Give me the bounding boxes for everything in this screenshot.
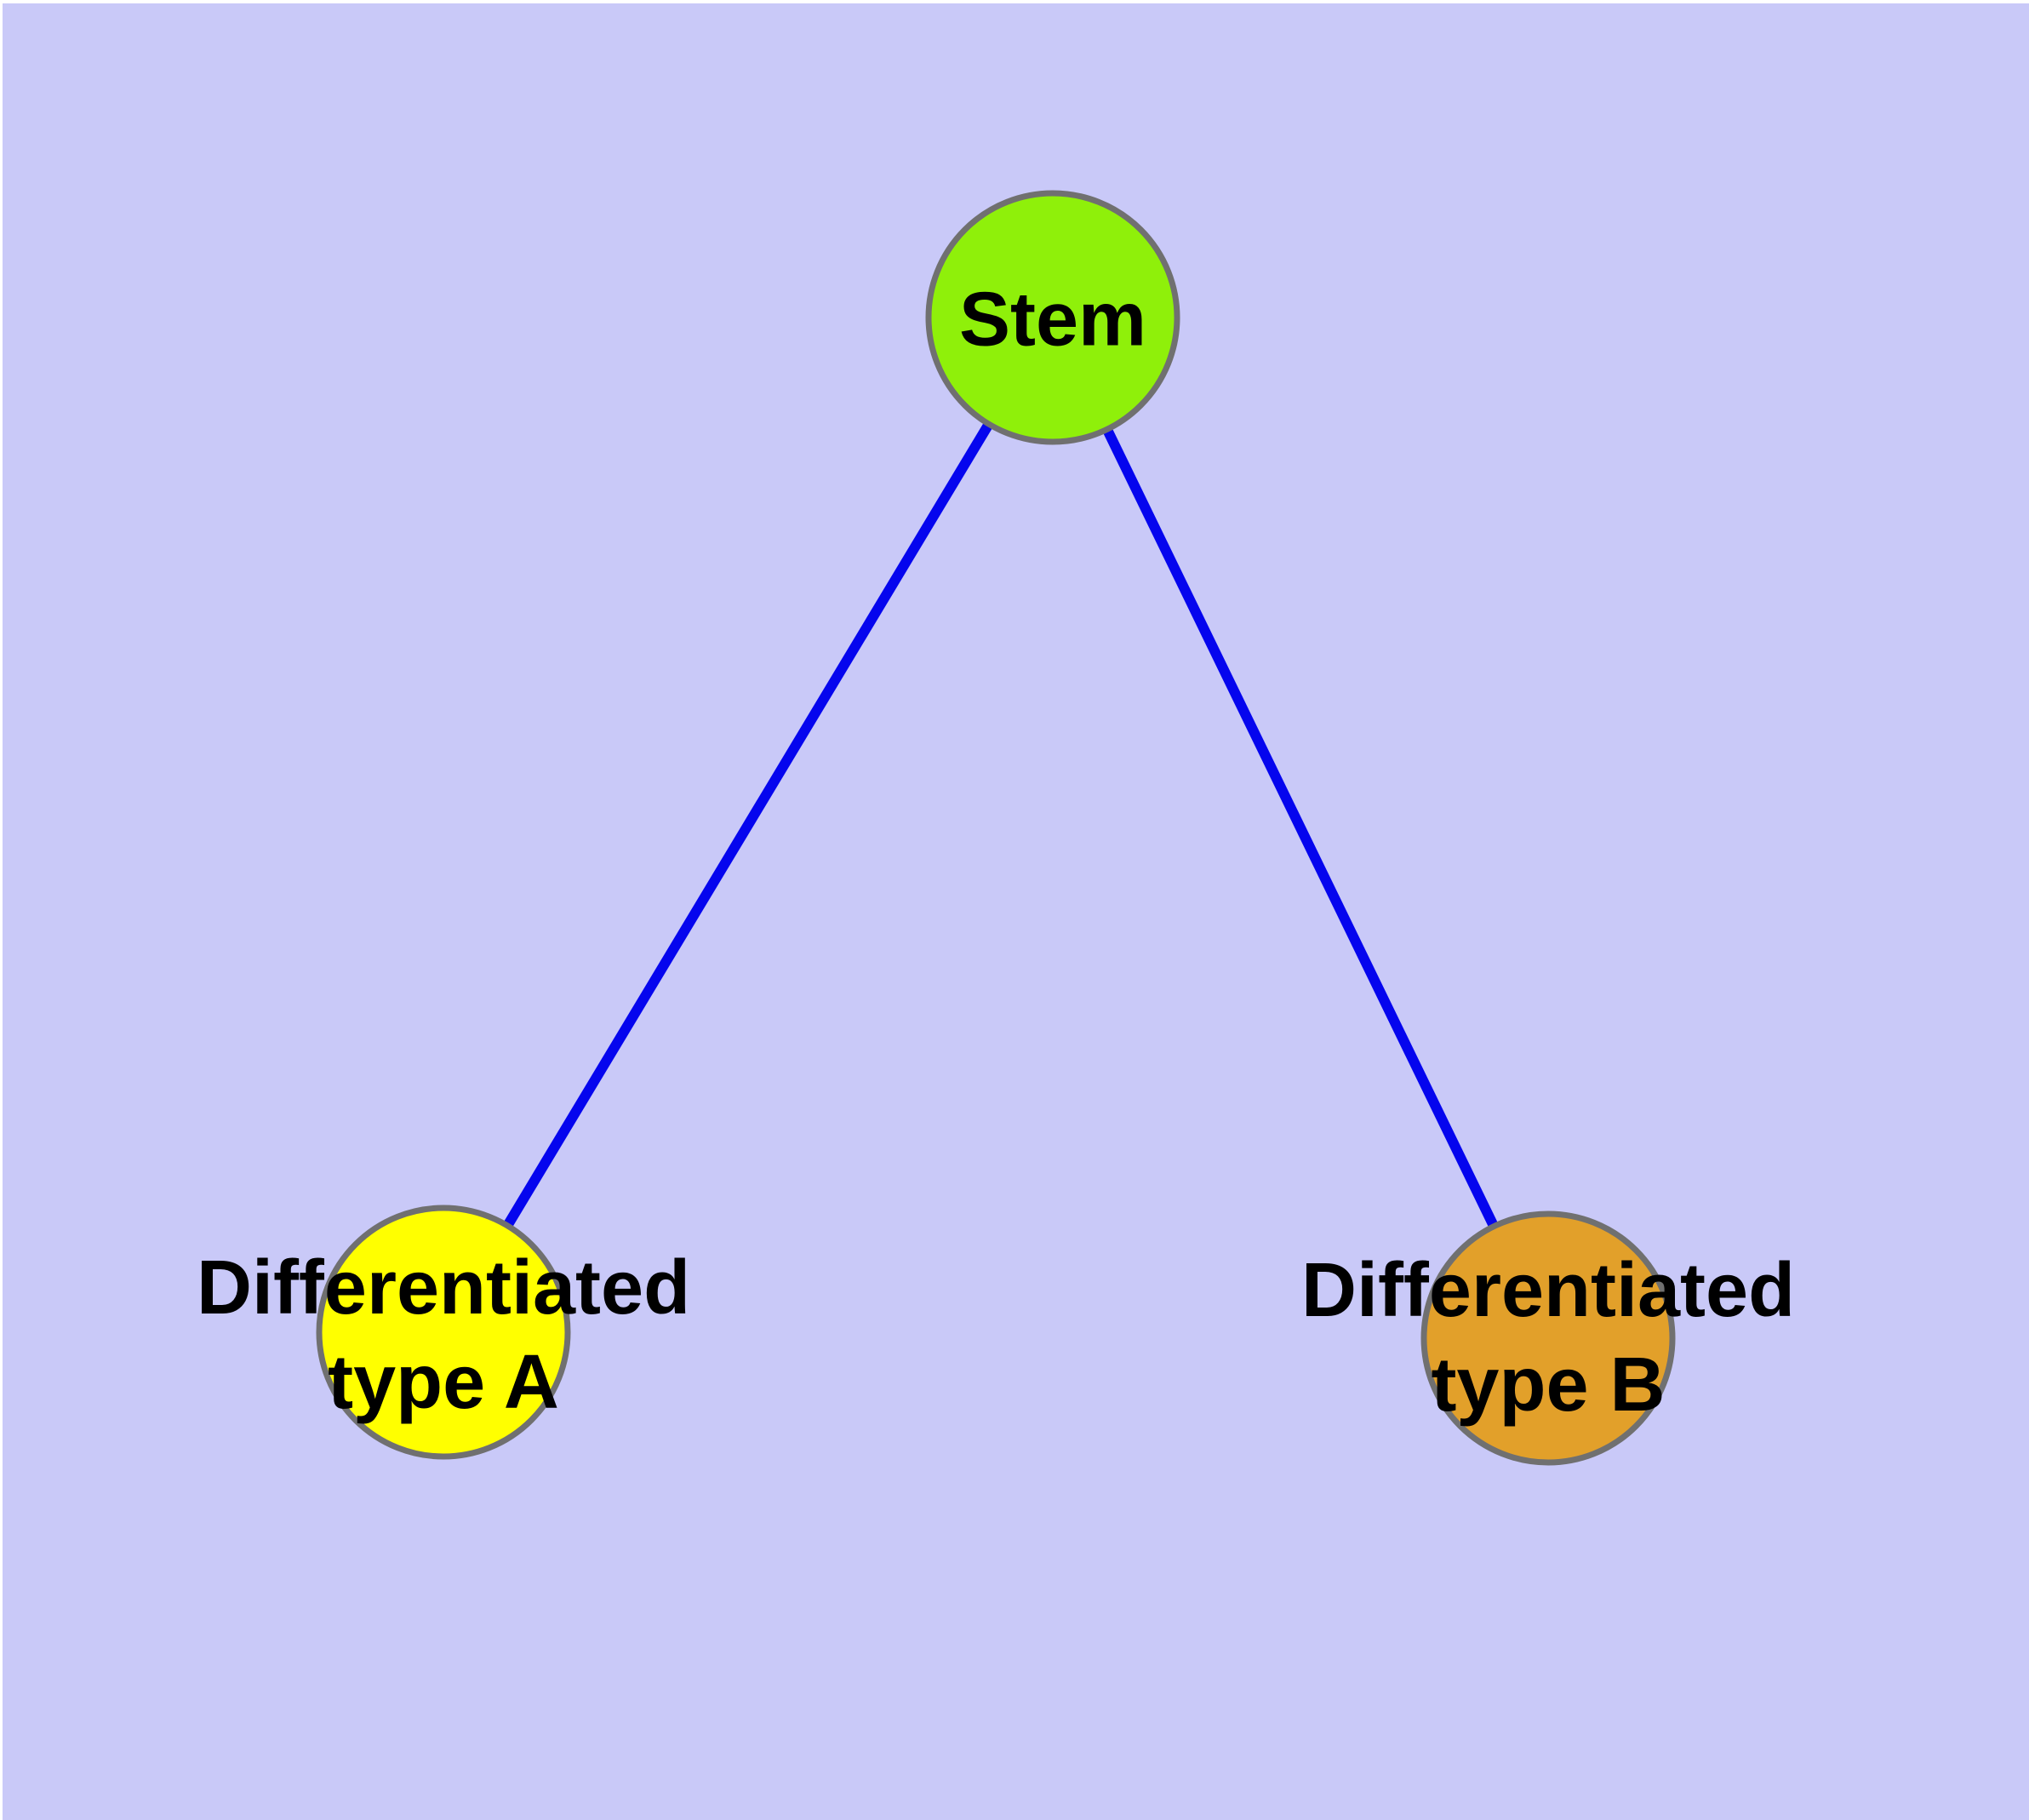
node-type-a-label: Differentiated type A [197, 1241, 690, 1430]
node-type-b-label-line1: Differentiated [1300, 1248, 1796, 1333]
node-type-b-label-line2: type B [1431, 1342, 1666, 1428]
node-type-a-label-line2: type A [328, 1340, 559, 1425]
node-type-a-label-line1: Differentiated [196, 1245, 691, 1331]
node-type-b-label: Differentiated type B [1301, 1244, 1795, 1433]
edge-stem-to-type-a [438, 314, 1058, 1336]
node-type-a-circle [316, 1205, 571, 1460]
node-stem-circle [925, 190, 1180, 445]
graph-svg [316, 190, 1676, 1466]
edge-stem-to-type-b [1048, 315, 1553, 1341]
node-stem-label: Stem [958, 277, 1147, 363]
node-type-b-circle [1420, 1210, 1676, 1466]
diagram-canvas: Stem Differentiated type A Differentiate… [3, 3, 2029, 1820]
